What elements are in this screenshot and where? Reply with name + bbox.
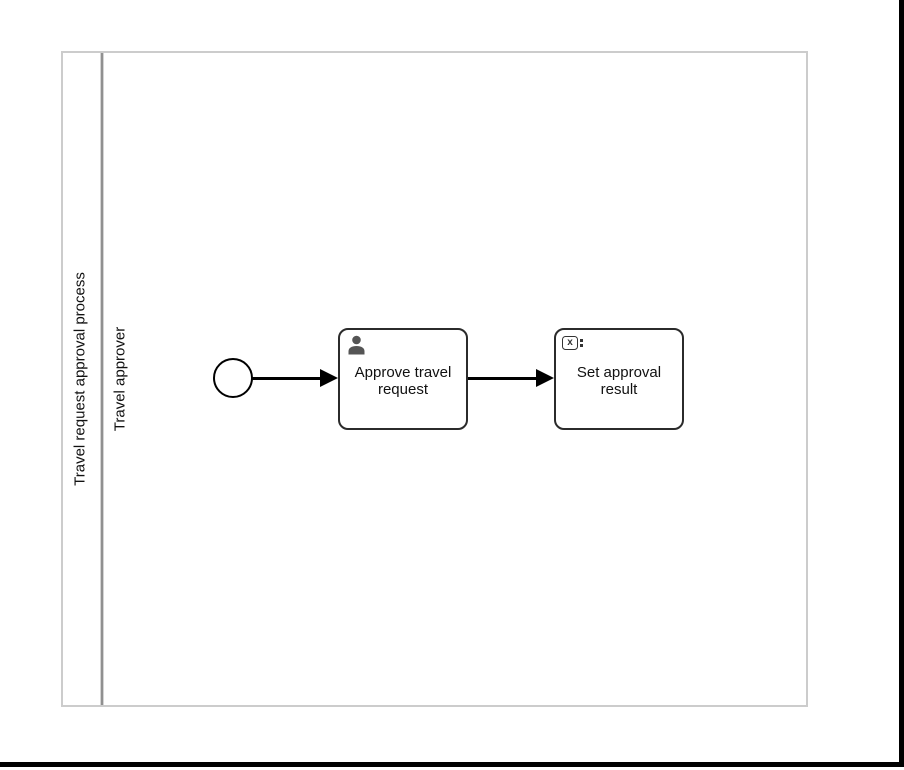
task-approve-travel-request[interactable]: Approve travel request bbox=[338, 328, 468, 430]
lane-name-label: Travel approver bbox=[111, 326, 129, 432]
task-label: Approve travel request bbox=[354, 364, 452, 398]
frame-border-bottom bbox=[0, 762, 904, 767]
task-label: Set approval result bbox=[576, 364, 662, 398]
flow-line bbox=[468, 377, 538, 380]
expression-box-glyph: x bbox=[562, 336, 578, 350]
user-task-icon bbox=[348, 335, 365, 355]
script-expression-icon: x bbox=[562, 336, 583, 350]
expression-colon-glyph bbox=[580, 339, 583, 347]
pool-header-divider bbox=[100, 53, 104, 705]
flow-line bbox=[252, 377, 322, 380]
arrowhead-icon bbox=[536, 369, 554, 387]
pool-name-label: Travel request approval process bbox=[71, 272, 89, 486]
task-set-approval-result[interactable]: x Set approval result bbox=[554, 328, 684, 430]
arrowhead-icon bbox=[320, 369, 338, 387]
frame-border-right bbox=[899, 0, 904, 767]
start-event[interactable] bbox=[213, 358, 253, 398]
